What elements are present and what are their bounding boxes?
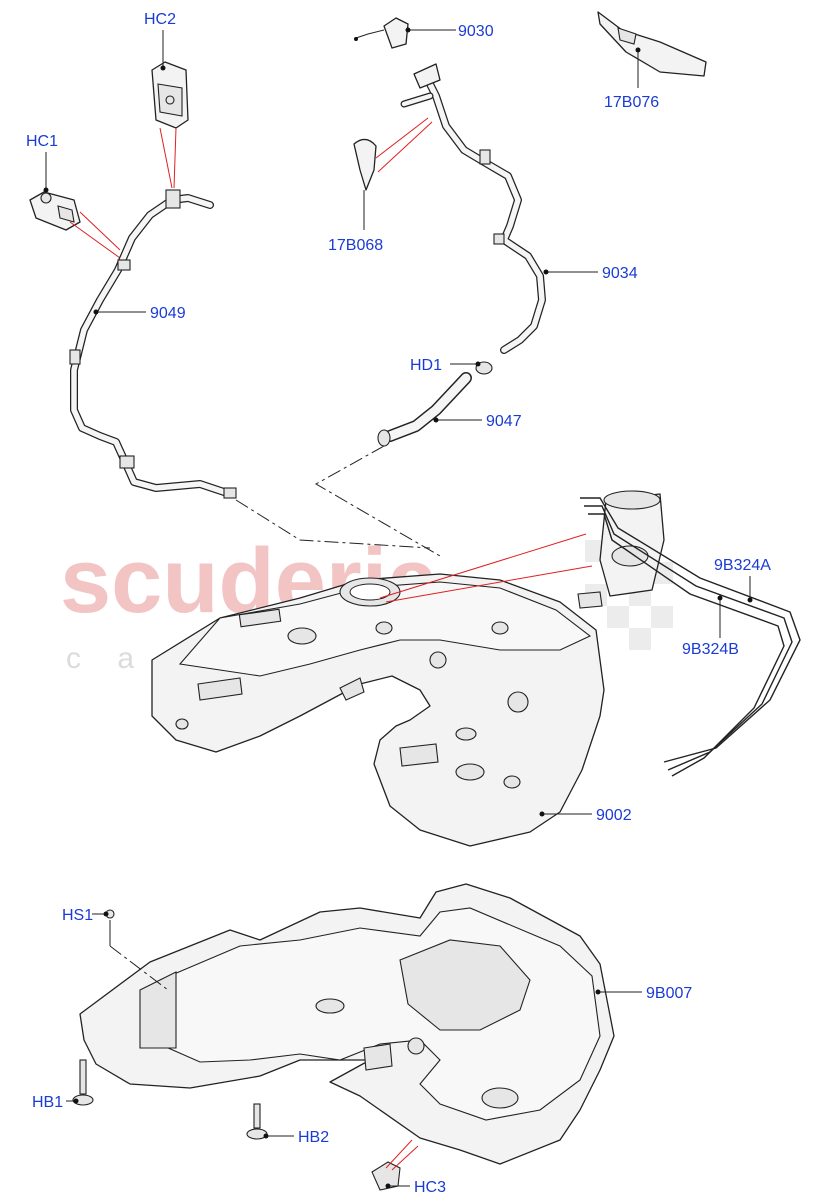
label-hc3: HC3 [414,1179,446,1196]
callout-hb1: HB1 [32,1094,79,1111]
label-hc2: HC2 [144,11,176,28]
label-9034: 9034 [602,265,638,282]
label-17B068: 17B068 [328,237,383,254]
label-hb2: HB2 [298,1129,329,1146]
callout-hs1: HS1 [62,907,109,924]
callout-hc1: HC1 [26,133,58,193]
callout-hc2: HC2 [144,11,176,71]
label-9002: 9002 [596,807,632,824]
label-9030: 9030 [458,23,494,40]
callout-17B076: 17B076 [604,47,659,111]
callout-9030: 9030 [405,23,494,40]
label-hb1: HB1 [32,1094,63,1111]
fuel-lines-9B324 [580,497,801,777]
clip-hc2 [151,61,189,129]
assembly-line-vent [235,499,431,549]
callout-hb2: HB2 [263,1129,329,1146]
callout-hd1: HD1 [410,357,481,374]
label-9049: 9049 [150,305,186,322]
callout-17B068: 17B068 [328,237,383,254]
label-hs1: HS1 [62,907,93,924]
callout-9034: 9034 [543,265,638,282]
hose-9047 [377,372,472,447]
label-9047: 9047 [486,413,522,430]
callout-9002: 9002 [539,807,632,824]
assembly-line-neck [314,445,441,557]
label-9B324B: 9B324B [682,641,739,658]
label-9B324A: 9B324A [714,557,771,574]
callout-9049: 9049 [93,305,186,322]
callout-9B324B: 9B324B [682,595,739,658]
filler-cap-9030 [354,17,409,49]
heat-shield-9B007 [79,883,615,1165]
label-hc1: HC1 [26,133,58,150]
label-hd1: HD1 [410,357,442,374]
bolt-hb1 [72,1059,94,1106]
fuel-tank-9002 [151,573,605,847]
callout-9B324A: 9B324A [714,557,771,603]
bolt-hb2 [246,1103,268,1140]
hose-9049 [69,189,237,499]
label-17B076: 17B076 [604,94,659,111]
filler-neck-9034 [400,63,546,354]
callout-hc3: HC3 [385,1179,446,1196]
insert-17B068 [353,138,377,230]
label-9B007: 9B007 [646,985,692,1002]
screw-hs1 [105,909,169,991]
bracket-17B076 [597,11,707,77]
clip-hc1 [29,191,81,231]
callout-9B007: 9B007 [595,985,692,1002]
callout-9047: 9047 [433,413,522,430]
